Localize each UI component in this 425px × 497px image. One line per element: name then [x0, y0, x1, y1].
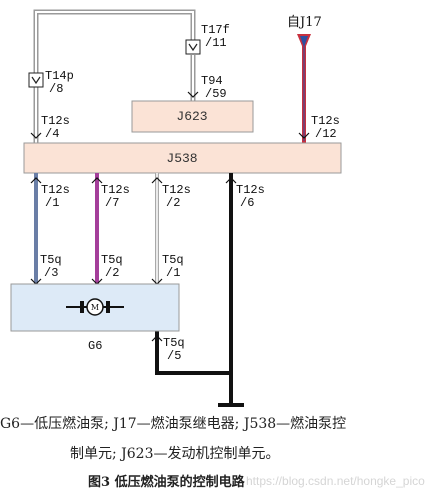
pin-t12s-4-num: /4 — [45, 127, 59, 141]
pin-t12s-12-num: /12 — [315, 127, 337, 141]
motor-icon — [86, 298, 104, 316]
g6-fuel-pump-box: M — [10, 283, 180, 332]
wire-black-ground — [155, 173, 244, 407]
pin-t12s-4-name: T12s — [41, 114, 70, 128]
pin-t17f-11-num: /11 — [205, 36, 227, 50]
pin-t14p-8-num: /8 — [49, 82, 63, 96]
connector-t17f-symbol — [185, 39, 201, 55]
pin-t12s-7-num: /7 — [105, 196, 119, 210]
pin-t12s-6-name: T12s — [236, 183, 265, 197]
pin-t12s-1-num: /1 — [45, 196, 59, 210]
legend-line-1: G6—低压燃油泵; J17—燃油泵继电器; J538—燃油泵控 — [0, 416, 347, 432]
legend-line-2: 制单元; J623—发动机控制单元。 — [70, 446, 280, 462]
motor-symbol: M — [91, 303, 99, 312]
pin-t14p-8-name: T14p — [45, 69, 74, 83]
pin-t12s-7-name: T12s — [101, 183, 130, 197]
pin-t12s-2-name: T12s — [162, 183, 191, 197]
pin-t5q-2-num: /2 — [105, 266, 119, 280]
pin-t12s-6-num: /6 — [240, 196, 254, 210]
j538-box: J538 — [23, 142, 342, 174]
pin-t5q-1-name: T5q — [162, 253, 184, 267]
pin-t5q-5-name: T5q — [163, 336, 185, 350]
wire-from-j17 — [297, 34, 311, 143]
pin-t5q-5-num: /5 — [167, 349, 181, 363]
pin-t12s-2-num: /2 — [166, 196, 180, 210]
pin-t17f-11-name: T17f — [201, 23, 230, 37]
pin-t5q-2-name: T5q — [101, 253, 123, 267]
pin-t12s-1-name: T12s — [41, 183, 70, 197]
pin-t94-59-name: T94 — [201, 74, 223, 88]
j623-box: J623 — [131, 100, 254, 133]
pin-t5q-3-name: T5q — [40, 253, 62, 267]
pin-t5q-3-num: /3 — [44, 266, 58, 280]
pin-t12s-12-name: T12s — [311, 114, 340, 128]
figure-title: 图3 低压燃油泵的控制电路 — [88, 475, 245, 490]
j623-label: J623 — [176, 109, 207, 124]
j538-label: J538 — [166, 151, 197, 166]
g6-label: G6 — [88, 339, 102, 353]
pin-labels: T17f /11 T14p /8 T94 /59 T12s /4 T12s /1… — [40, 23, 340, 363]
source-j17-label: 自J17 — [287, 15, 322, 30]
pin-t94-59-num: /59 — [205, 87, 227, 101]
watermark: https://blog.csdn.net/hongke_pico — [246, 474, 425, 488]
pin-t5q-1-num: /1 — [166, 266, 180, 280]
connector-t14p-symbol — [28, 72, 44, 88]
